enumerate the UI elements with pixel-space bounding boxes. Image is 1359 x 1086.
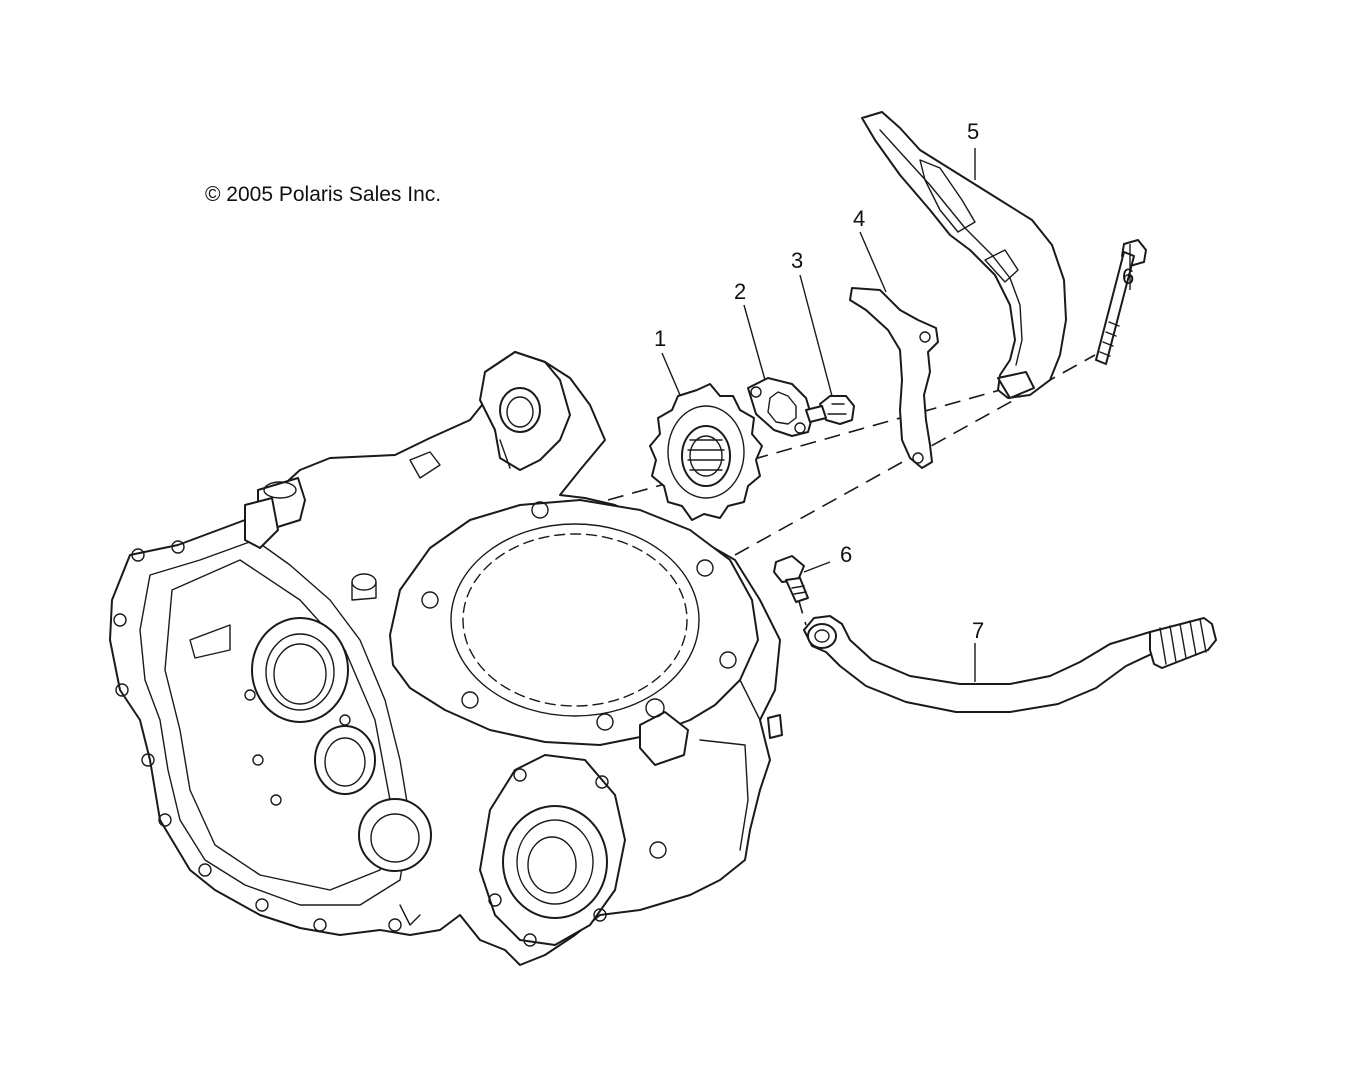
callout-1: 1 bbox=[654, 326, 667, 351]
shift-lever-bolt bbox=[773, 555, 809, 603]
callout-3: 3 bbox=[791, 248, 804, 273]
callout-7: 7 bbox=[972, 618, 985, 643]
shift-lever bbox=[803, 615, 1217, 713]
retainer-bolt bbox=[805, 395, 855, 425]
sprocket-cover bbox=[861, 111, 1067, 399]
callout-6-upper: 6 bbox=[1122, 264, 1135, 289]
cover-gasket bbox=[849, 287, 939, 469]
copyright-notice: © 2005 Polaris Sales Inc. bbox=[205, 183, 442, 206]
callout-5: 5 bbox=[967, 119, 980, 144]
callout-6-lower: 6 bbox=[840, 542, 853, 567]
callout-leaders bbox=[661, 148, 1131, 682]
retainer-plate bbox=[747, 377, 813, 437]
drive-sprocket bbox=[649, 383, 763, 521]
callout-4: 4 bbox=[853, 206, 866, 231]
cover-bolt-upper bbox=[1095, 239, 1147, 365]
callout-2: 2 bbox=[734, 279, 747, 304]
engine-crankcase bbox=[109, 351, 783, 966]
